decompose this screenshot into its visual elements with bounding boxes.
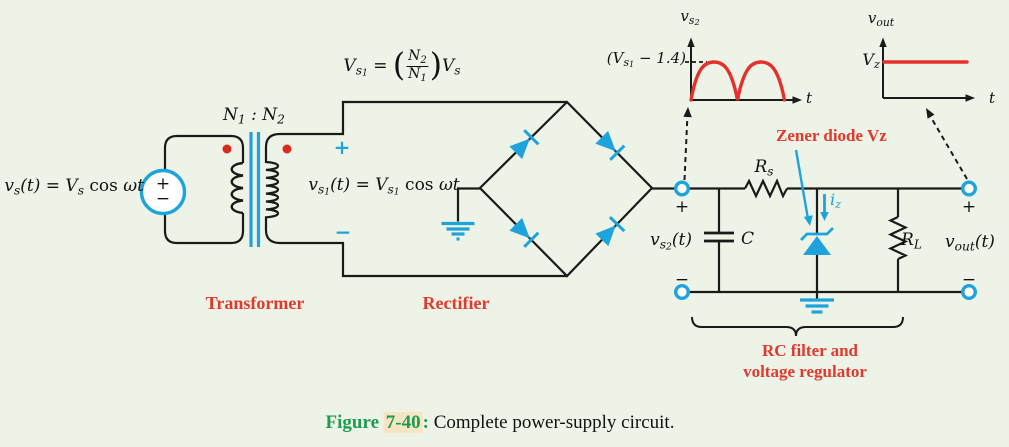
diode-bottom-left-icon bbox=[509, 217, 540, 248]
figure-caption: Figure 7-40: Complete power-supply circu… bbox=[325, 412, 675, 434]
capacitor-label: C bbox=[741, 229, 755, 249]
vs2-plot-x-axis-label: t bbox=[806, 89, 813, 107]
resistor-rl-icon bbox=[887, 216, 909, 260]
vs2-y-arrow-icon bbox=[687, 37, 695, 47]
ac-source-icon bbox=[139, 168, 187, 216]
zener-pointer-arrowhead-icon bbox=[803, 215, 813, 226]
rc-filter-label-line1: RC filter and bbox=[761, 341, 859, 360]
zener-pointer-arrow bbox=[794, 149, 810, 220]
terminal-out-top-icon bbox=[961, 180, 978, 197]
zener-cathode-bar bbox=[800, 227, 834, 241]
filter-out-plus-sign: + bbox=[961, 197, 977, 217]
zener-diode-icon bbox=[803, 236, 831, 255]
primary-coil bbox=[230, 161, 244, 215]
diode-top-left-icon bbox=[509, 129, 540, 160]
filter-in-plus-sign: + bbox=[674, 197, 690, 217]
secondary-plus-sign: + bbox=[333, 135, 351, 159]
primary-loop-wire bbox=[163, 134, 245, 245]
dashed-arrow-vout-head-icon bbox=[926, 108, 935, 119]
vs2-x-arrow-icon bbox=[792, 96, 802, 104]
vs2-plot bbox=[685, 37, 802, 104]
primary-dot-icon bbox=[222, 144, 232, 154]
vs2-voltage-label: vs2(t) bbox=[650, 230, 692, 253]
secondary-dot-icon bbox=[282, 144, 292, 154]
dashed-arrow-vs2 bbox=[683, 113, 689, 181]
vs2-plot-peak-label: (Vs1 − 1.4) bbox=[606, 49, 686, 70]
diode-bottom-right-icon bbox=[595, 216, 626, 247]
vout-plot bbox=[879, 37, 975, 102]
ground-icon-right bbox=[800, 298, 834, 314]
rs-label: Rs bbox=[754, 157, 774, 179]
source-minus-sign: − bbox=[155, 189, 171, 209]
vs2-plot-y-axis-label: vs2 bbox=[680, 7, 700, 28]
resistor-rs-icon bbox=[744, 178, 788, 199]
caption-figure-number: 7-40 bbox=[383, 412, 423, 433]
vout-plot-x-axis-label: t bbox=[989, 89, 996, 107]
source-plus-sign: + bbox=[155, 174, 171, 194]
bridge-ground-wire bbox=[456, 187, 480, 222]
vout-plot-y-axis-label: vout bbox=[867, 9, 895, 30]
caption-figure-word: Figure bbox=[325, 412, 380, 433]
source-formula: vs(t) = Vs cos ωt bbox=[4, 176, 144, 198]
iz-label: iz bbox=[830, 190, 842, 212]
secondary-minus-sign: − bbox=[334, 220, 352, 244]
filter-in-minus-sign: − bbox=[674, 270, 690, 290]
vs2-waveform-curve bbox=[689, 60, 787, 102]
secondary-time-formula: vs1(t) = Vs1 cos ωt bbox=[308, 175, 460, 198]
transformer-section-label: Transformer bbox=[205, 293, 305, 313]
capacitor-icon bbox=[704, 231, 734, 243]
diode-top-right-icon bbox=[595, 130, 626, 161]
vout-y-arrow-icon bbox=[879, 37, 887, 47]
iz-arrowhead-icon bbox=[820, 212, 829, 221]
transformer-core bbox=[249, 132, 261, 247]
rectifier-section-label: Rectifier bbox=[422, 293, 490, 313]
vout-plot-vz-label: Vz bbox=[862, 50, 880, 72]
vout-voltage-label: vout(t) bbox=[945, 232, 995, 254]
terminal-in-top-icon bbox=[674, 180, 691, 197]
ground-icon-left bbox=[441, 221, 475, 241]
section-brace bbox=[691, 316, 904, 337]
vout-x-arrow-icon bbox=[965, 94, 975, 102]
dashed-arrow-vout bbox=[928, 113, 968, 180]
turns-ratio-label: N1 : N2 bbox=[223, 105, 285, 127]
secondary-loop-wire bbox=[264, 100, 567, 278]
terminal-in-bottom-icon bbox=[674, 284, 691, 301]
caption-text: Complete power-supply circuit. bbox=[428, 412, 675, 433]
bridge-wire bbox=[478, 100, 654, 278]
rc-filter-label-line2: voltage regulator bbox=[743, 362, 867, 381]
rl-label: RL bbox=[901, 230, 922, 252]
zener-diode-label: Zener diode Vz bbox=[776, 126, 887, 145]
filter-out-minus-sign: − bbox=[961, 270, 977, 290]
terminal-out-bottom-icon bbox=[961, 284, 978, 301]
dashed-arrow-vs2-head-icon bbox=[683, 107, 692, 118]
caption-colon: : bbox=[422, 412, 429, 433]
